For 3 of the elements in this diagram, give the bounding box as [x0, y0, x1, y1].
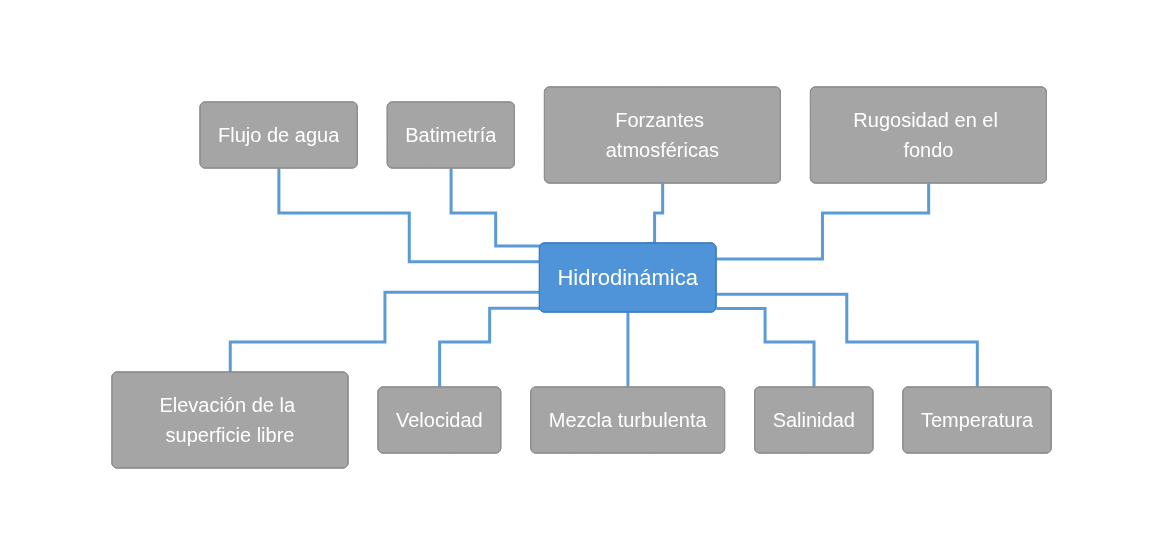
connector [277, 166, 541, 263]
connector [449, 166, 541, 248]
connector [716, 181, 931, 261]
